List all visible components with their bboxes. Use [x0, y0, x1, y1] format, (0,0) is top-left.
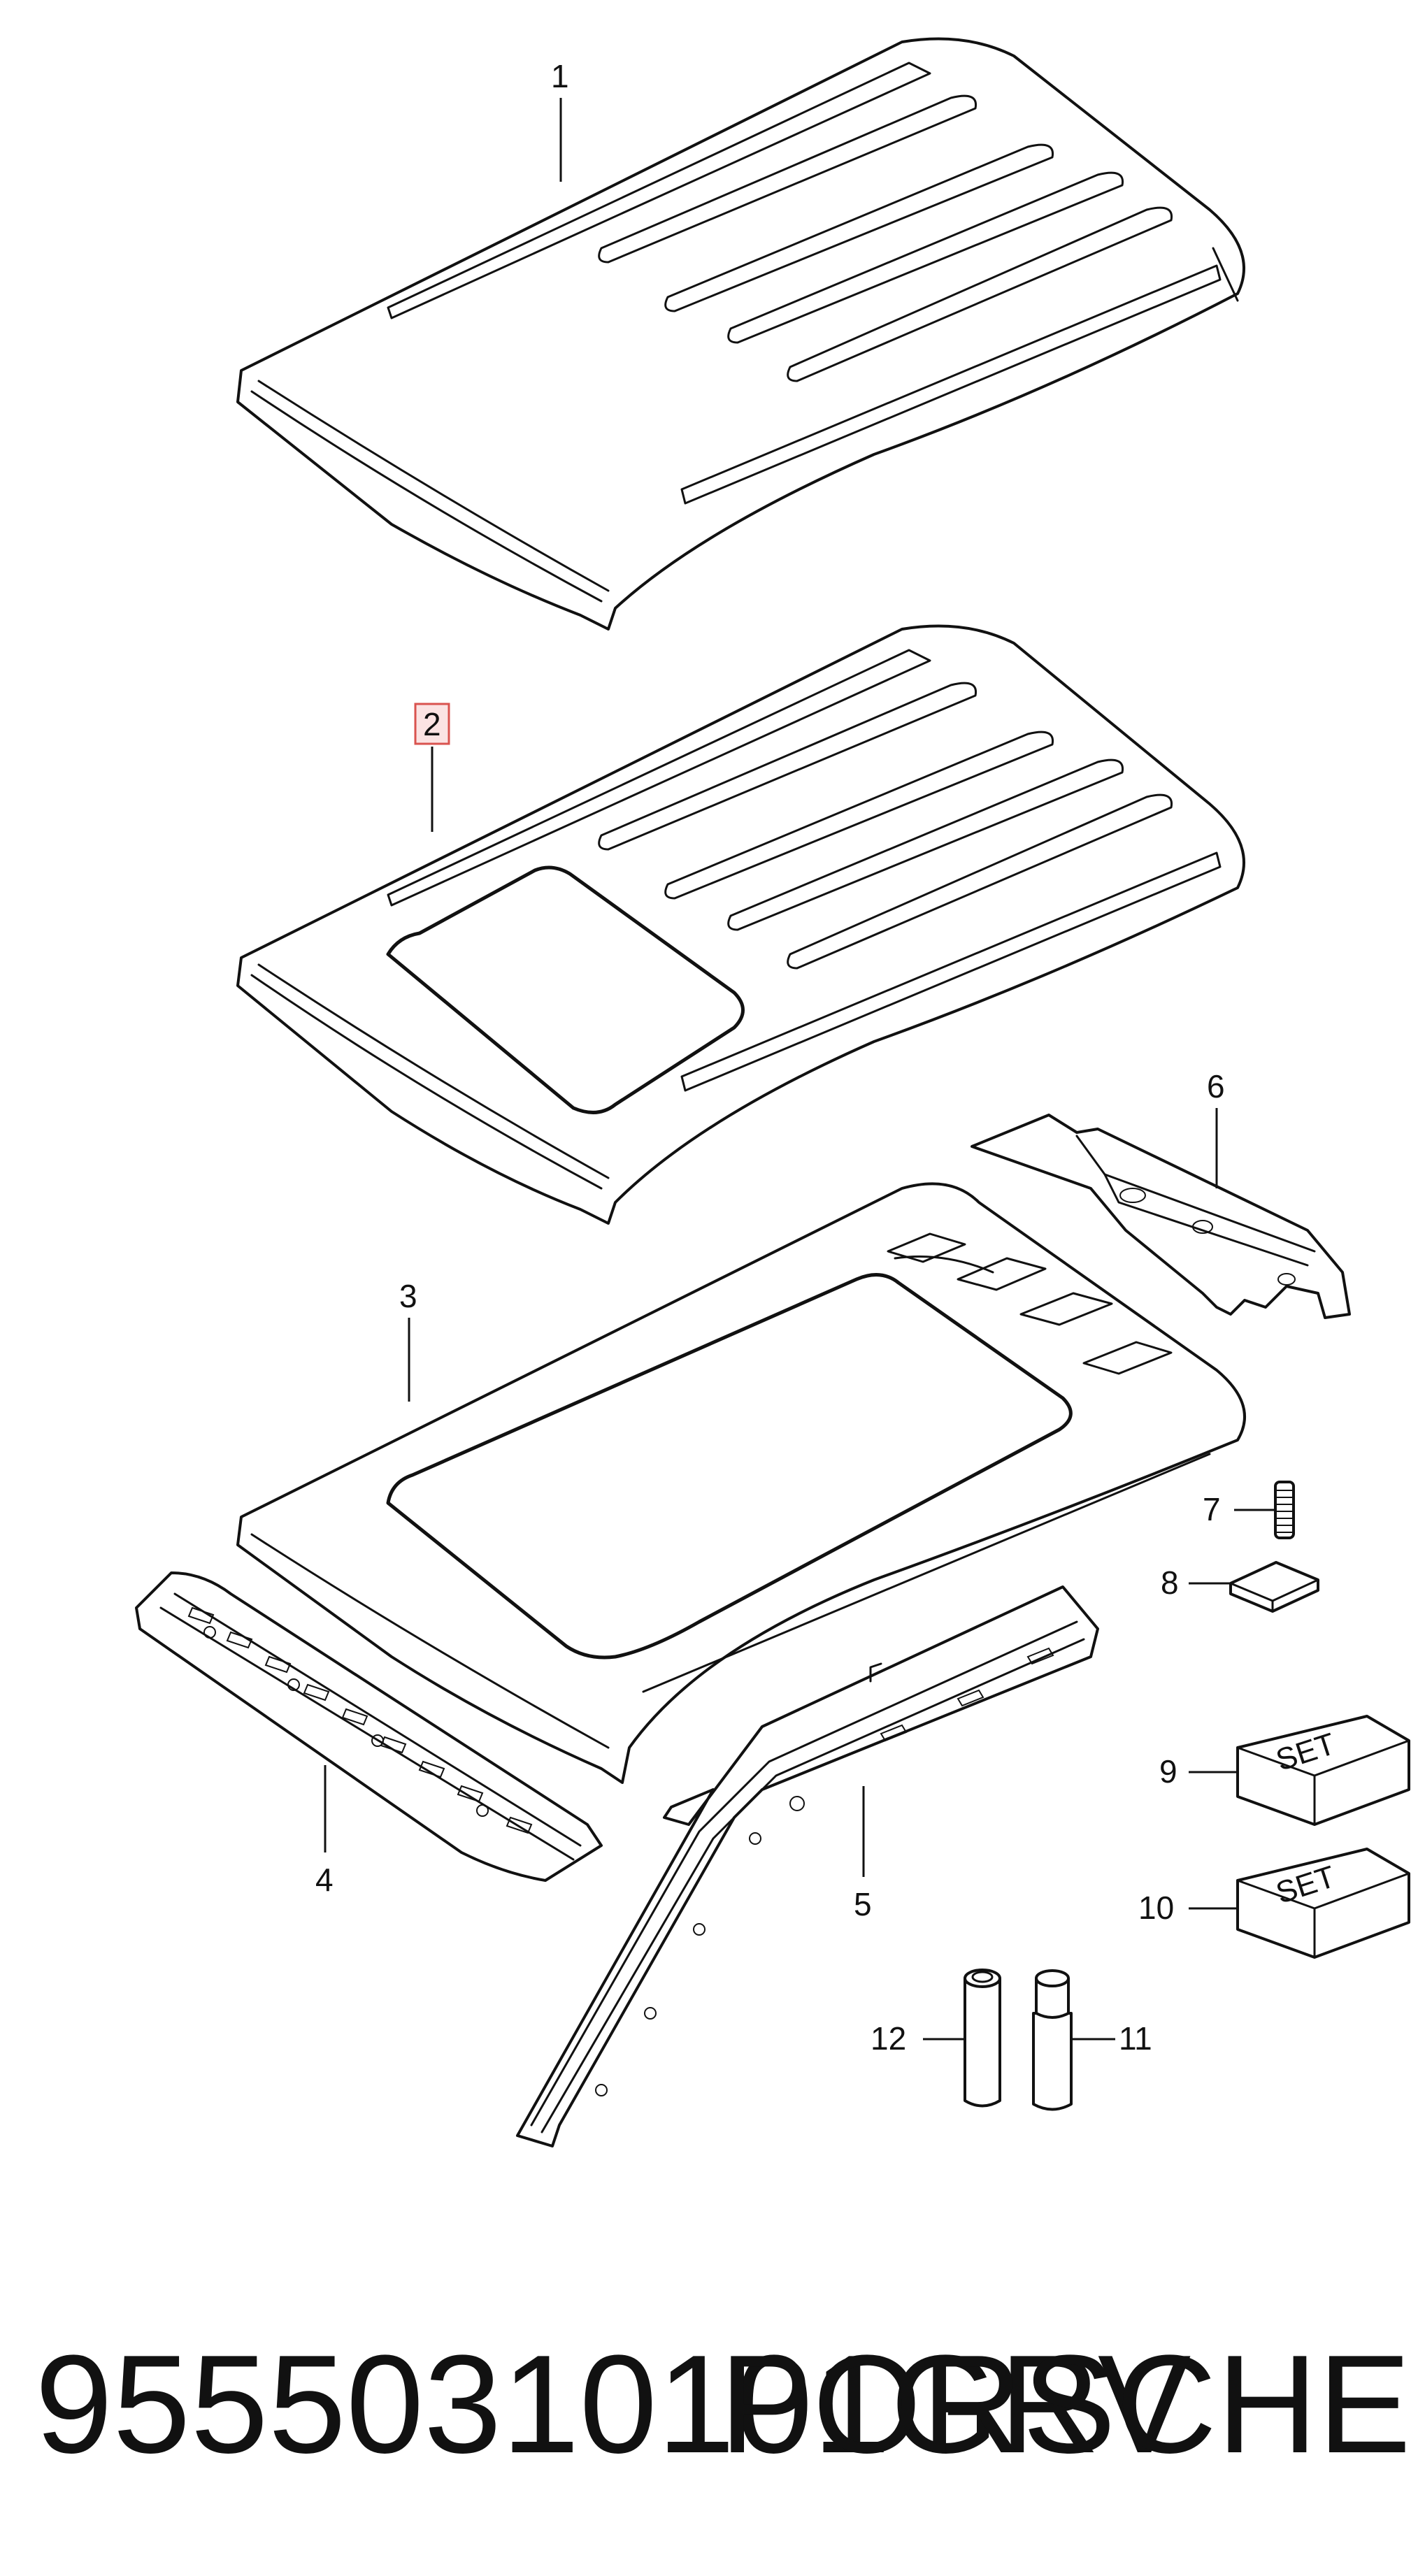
- tube-part-12: [964, 1969, 1001, 2108]
- pad-part-8: [1229, 1561, 1319, 1613]
- roof-frame-part-3: [236, 1182, 1246, 1784]
- stud-part-7: [1274, 1481, 1295, 1539]
- callouts: 1 2 3 4 5 6 7 8 9 10 11 12: [315, 58, 1225, 2057]
- rear-cross-member-part-6: [971, 1114, 1351, 1319]
- callout-7: 7: [1203, 1491, 1221, 1527]
- part-number: 95550310101GRV: [35, 2326, 1191, 2482]
- bottle-part-11: [1032, 1969, 1073, 2111]
- callout-8: 8: [1161, 1564, 1179, 1601]
- brand-name: PORSCHE: [719, 2326, 1411, 2482]
- callout-2-highlight: [414, 703, 450, 745]
- front-cross-member-part-4: [135, 1571, 603, 1882]
- callout-4: 4: [315, 1862, 334, 1898]
- set-box-part-10: SET: [1236, 1848, 1410, 1959]
- callout-2: 2: [423, 706, 441, 742]
- callout-12: 12: [871, 2020, 906, 2057]
- callout-10: 10: [1138, 1890, 1174, 1926]
- callout-11: 11: [1119, 2020, 1152, 2057]
- leader-lines: [324, 98, 1275, 2041]
- set-box-part-9: SET: [1236, 1715, 1410, 1826]
- callout-3: 3: [399, 1278, 417, 1314]
- roof-side-rail-part-5: [516, 1585, 1099, 2147]
- roof-panel-part-1: [236, 37, 1245, 631]
- callout-1: 1: [551, 58, 569, 94]
- callout-5: 5: [854, 1886, 872, 1922]
- callout-6: 6: [1207, 1068, 1225, 1104]
- callout-9: 9: [1159, 1753, 1177, 1790]
- roof-panel-sunroof-part-2: [236, 624, 1245, 1225]
